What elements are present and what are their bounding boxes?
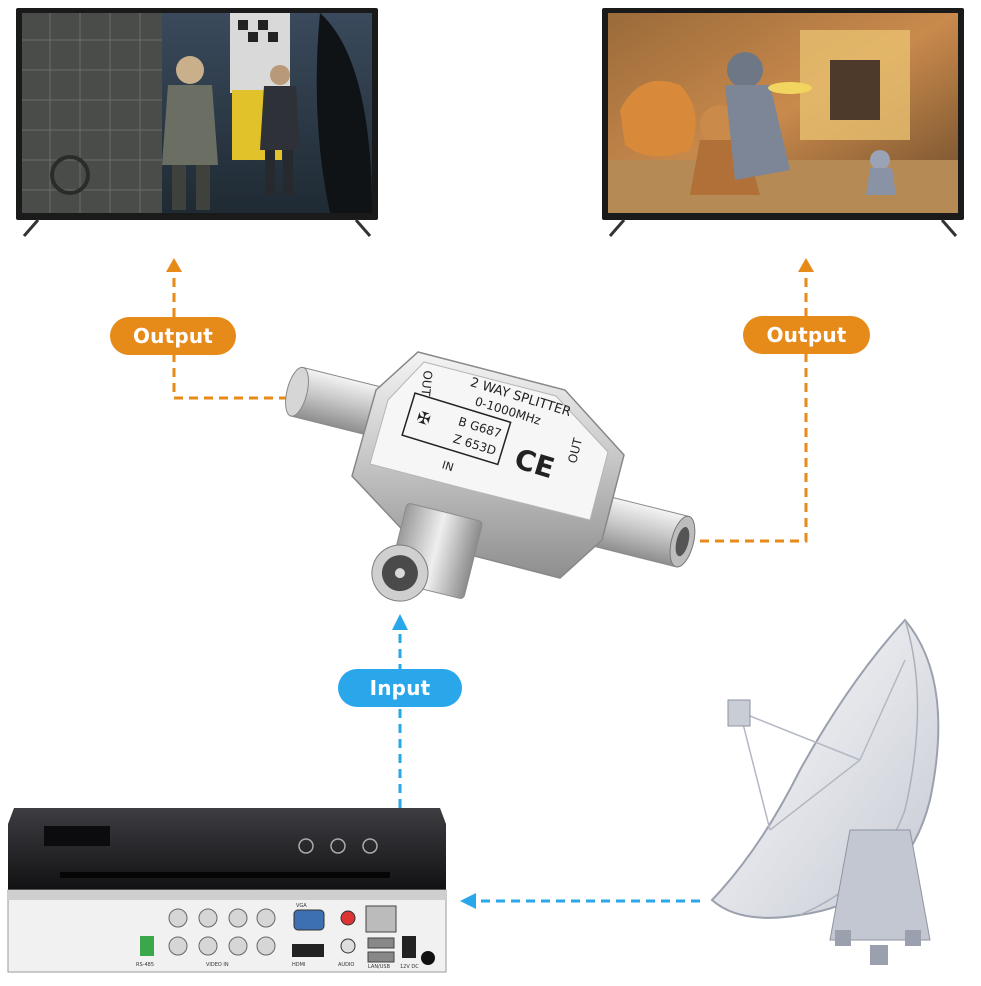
satellite-dish-icon [710, 618, 940, 965]
dvr-port-audio: AUDIO [338, 962, 354, 968]
arrow-up-icon [166, 258, 182, 272]
input-label: Input [338, 669, 462, 707]
output-label-left: Output [110, 317, 236, 355]
dvr-port-lan: LAN/USB [368, 964, 391, 970]
dvr-port-vga: VGA [296, 903, 307, 909]
splitter-port-out-left: OUT [418, 370, 435, 398]
output-connector-left [172, 278, 300, 400]
arrow-left-icon [460, 893, 476, 909]
splitter-port-in: IN [440, 458, 455, 474]
dvr-port-rs485: RS-485 [136, 962, 154, 968]
eagle-seal-icon: ✠ [415, 407, 433, 429]
tv-icon [602, 8, 964, 237]
dvr-icon: VGA HDMI VIDEO IN AUDIO LAN/USB 12V DC R… [7, 808, 447, 973]
dvr-port-video-in: VIDEO IN [206, 962, 229, 968]
arrow-up-icon [392, 614, 408, 630]
input-connector [398, 628, 700, 903]
splitter-port-out-right: OUT [565, 436, 585, 465]
output-label-right: Output [743, 316, 870, 354]
dvr-port-hdmi: HDMI [292, 962, 305, 968]
dvr-port-power: 12V DC [400, 964, 419, 970]
arrow-up-icon [798, 258, 814, 272]
splitter-icon: 2 WAY SPLITTER 0-1000MHz ✠ B G687 Z 653D… [285, 351, 696, 602]
tv-icon [16, 8, 378, 237]
output-connector-right [686, 278, 808, 543]
